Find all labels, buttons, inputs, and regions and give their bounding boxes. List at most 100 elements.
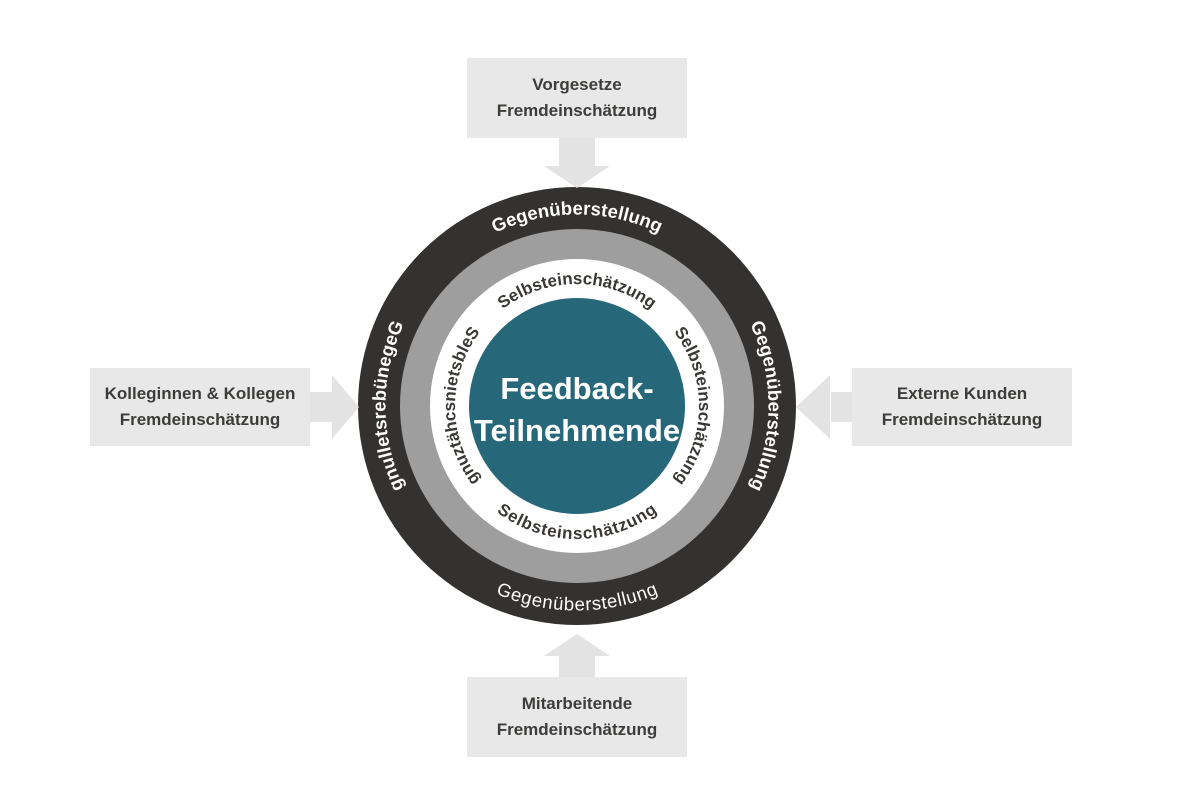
arc-char: e: [371, 435, 394, 449]
arc-char: t: [610, 275, 621, 295]
arc-char: e: [546, 271, 559, 291]
center-label: Feedback- Teilnehmende: [427, 368, 727, 452]
arc-char: e: [373, 354, 396, 369]
arc-char: g: [375, 342, 398, 359]
arc-char: b: [563, 593, 574, 614]
arc-char: l: [759, 445, 781, 455]
arc-char: t: [370, 429, 392, 438]
arc-char: g: [513, 204, 530, 227]
arc-char: e: [605, 590, 619, 612]
arc-char: t: [600, 199, 609, 221]
arc-char: r: [583, 198, 591, 219]
arc-char: n: [761, 365, 784, 380]
arc-char: l: [616, 202, 626, 224]
arc-char: n: [541, 591, 554, 613]
box-employees-role: Mitarbeitende: [521, 694, 633, 713]
box-colleagues: Kolleginnen & Kollegen Fremdeinschätzung: [90, 368, 310, 446]
arc-char: b: [560, 197, 572, 219]
arc-char: l: [373, 445, 395, 455]
arc-char: c: [582, 523, 593, 543]
arc-char: r: [369, 412, 390, 420]
arc-char: e: [692, 375, 712, 388]
arc-char: r: [585, 593, 592, 614]
center-label-line2: Teilnehmende: [473, 413, 681, 448]
arc-char: h: [441, 420, 461, 433]
arc-char: t: [539, 519, 550, 539]
arc-char: t: [445, 439, 465, 450]
arc-char: ü: [548, 198, 562, 220]
arc-char: l: [758, 450, 780, 460]
arc-char: i: [694, 385, 713, 392]
box-employees-type: Fremdeinschätzung: [496, 720, 658, 739]
arc-char: s: [695, 402, 714, 412]
arc-char: ü: [552, 592, 564, 614]
arc-char: t: [762, 429, 784, 438]
arc-char: e: [530, 589, 544, 612]
arc-char: b: [764, 389, 786, 401]
box-supervisors: Vorgesetze Fremdeinschätzung: [467, 58, 687, 138]
arc-char: s: [573, 524, 583, 543]
box-supervisors-type: Fremdeinschätzung: [496, 101, 658, 120]
arc-char: e: [572, 197, 582, 218]
arc-char: s: [440, 402, 459, 412]
arc-char: e: [760, 435, 783, 449]
arc-char: n: [561, 269, 573, 289]
arc-char: c: [582, 269, 593, 289]
arrow-top: [544, 138, 610, 188]
arc-char: r: [764, 412, 785, 420]
arc-char: h: [693, 420, 713, 433]
arc-char: l: [621, 203, 631, 225]
box-external-customers: Externe Kunden Fremdeinschätzung: [852, 368, 1072, 446]
arc-char: e: [574, 593, 585, 614]
arc-char: i: [441, 385, 460, 392]
arc-char: i: [556, 270, 563, 289]
arc-char: ü: [369, 377, 391, 391]
box-external-customers-role: Externe Kunden: [896, 384, 1028, 403]
arc-char: n: [440, 390, 460, 402]
arc-char: s: [573, 269, 583, 288]
box-supervisors-role: Vorgesetze: [532, 75, 622, 94]
arc-char: ü: [763, 377, 785, 391]
arc-char: s: [369, 419, 391, 431]
arc-char: c: [694, 411, 714, 422]
arc-char: n: [371, 365, 394, 380]
arc-char: l: [374, 450, 396, 460]
arc-char: l: [619, 588, 628, 609]
arc-char: e: [368, 401, 389, 411]
arc-char: G: [494, 578, 515, 603]
arc-char: l: [615, 589, 624, 610]
arc-char: h: [591, 270, 604, 290]
arc-char: c: [440, 411, 460, 422]
arc-char: e: [606, 200, 620, 223]
arc-char: e: [442, 375, 462, 388]
arc-char: e: [525, 202, 540, 225]
center-label-line1: Feedback-: [500, 371, 654, 406]
arc-char: b: [368, 389, 390, 401]
core-circle: [469, 298, 685, 514]
arc-char: e: [546, 521, 559, 541]
arc-char: t: [610, 518, 621, 538]
box-employees: Mitarbeitende Fremdeinschätzung: [467, 677, 687, 757]
arrow-bottom: [544, 634, 610, 678]
arc-char: t: [690, 368, 710, 379]
arc-char: s: [590, 198, 602, 220]
arc-char: t: [444, 368, 464, 379]
arc-char: s: [591, 592, 602, 614]
arc-char: n: [694, 390, 714, 402]
box-colleagues-role: Kolleginnen & Kollegen: [104, 384, 296, 403]
arc-char: t: [600, 591, 608, 613]
arc-char: n: [561, 523, 573, 543]
box-colleagues-type: Fremdeinschätzung: [119, 410, 281, 429]
arrow-left: [310, 375, 359, 439]
arc-char: n: [536, 200, 551, 223]
arc-char: t: [539, 273, 550, 293]
arc-char: e: [764, 401, 785, 411]
